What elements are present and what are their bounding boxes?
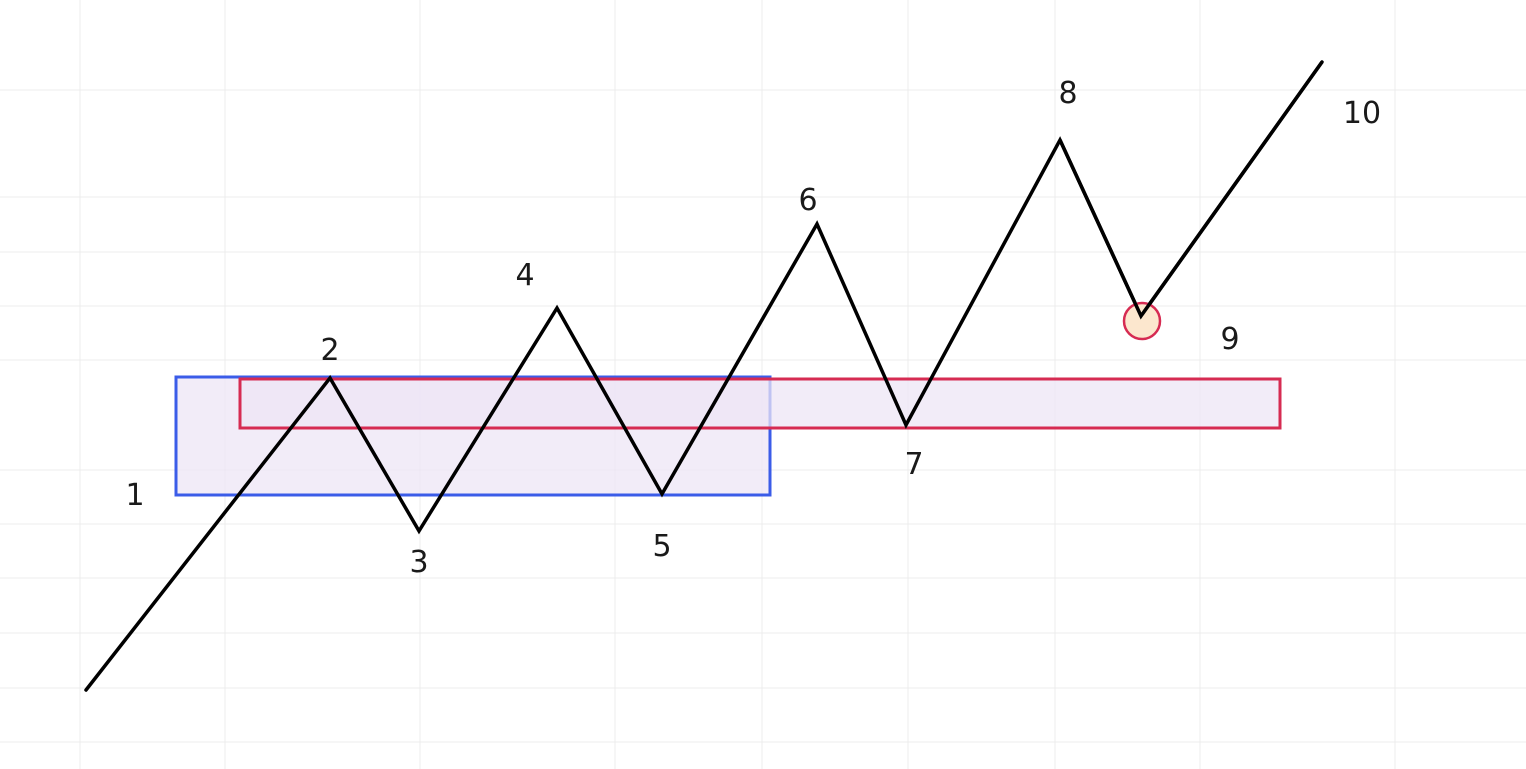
point-label-4: 4: [515, 258, 534, 293]
retest-marker: [1122, 301, 1162, 341]
point-label-10: 10: [1343, 96, 1381, 131]
red-support-zone: [238, 377, 1282, 430]
point-label-2: 2: [320, 333, 339, 368]
point-label-1: 1: [125, 478, 144, 513]
point-label-6: 6: [798, 183, 817, 218]
point-label-3: 3: [409, 545, 428, 580]
price-swing-line-overlay: [1058, 60, 1324, 320]
markers: [1058, 60, 1324, 341]
point-label-5: 5: [652, 529, 671, 564]
point-label-8: 8: [1058, 76, 1077, 111]
point-label-9: 9: [1220, 322, 1239, 357]
point-labels: 1 2 3 4 5 6 7 8 9 10: [125, 76, 1381, 580]
point-label-7: 7: [904, 447, 923, 482]
